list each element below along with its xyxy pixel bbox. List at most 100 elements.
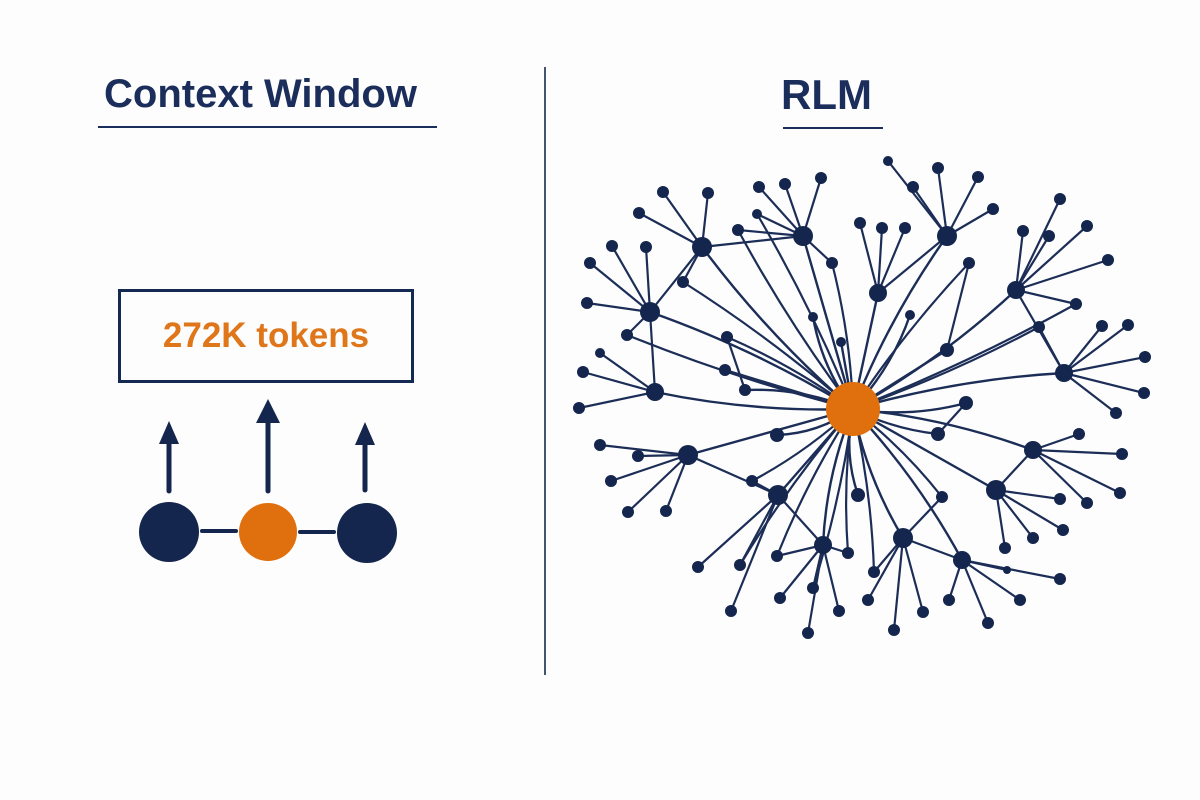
network-leaf-node bbox=[1139, 351, 1151, 363]
token-count-label: 272K tokens bbox=[162, 316, 370, 355]
network-hub-node bbox=[851, 488, 865, 502]
edge-hub-hub bbox=[777, 494, 824, 546]
network-center-node bbox=[826, 382, 880, 436]
edge-hub-leaf bbox=[1032, 449, 1088, 504]
edge-hub-leaf bbox=[599, 352, 656, 393]
network-leaf-node bbox=[1102, 254, 1114, 266]
network-leaf-node bbox=[899, 222, 911, 234]
network-leaf-node bbox=[815, 172, 827, 184]
edge-hub-hub bbox=[649, 246, 703, 313]
network-hub-node bbox=[937, 226, 957, 246]
edge-center-hub bbox=[852, 289, 1017, 411]
network-leaf-node bbox=[842, 547, 854, 559]
network-leaf-node bbox=[1033, 321, 1045, 333]
edge-hub-leaf bbox=[664, 454, 690, 512]
edge-hub-leaf bbox=[1063, 371, 1145, 395]
network-leaf-node bbox=[999, 542, 1011, 554]
edge-hub-leaf bbox=[1032, 448, 1123, 456]
network-hub-node bbox=[814, 536, 832, 554]
network-leaf-node bbox=[753, 181, 765, 193]
network-hub-node bbox=[692, 237, 712, 257]
network-leaf-node bbox=[779, 178, 791, 190]
network-leaf-node bbox=[1081, 220, 1093, 232]
edge-hub-leaf bbox=[779, 544, 824, 599]
right-panel-title: RLM bbox=[781, 71, 872, 118]
network-leaf-node bbox=[868, 566, 880, 578]
network-leaf-node bbox=[1110, 407, 1122, 419]
network-hub-node bbox=[836, 337, 846, 347]
network-leaf-node bbox=[1017, 225, 1029, 237]
edge-hub-leaf bbox=[1015, 235, 1050, 291]
network-leaf-node bbox=[972, 171, 984, 183]
network-leaf-node bbox=[1081, 497, 1093, 509]
edge-hub-leaf bbox=[1014, 230, 1025, 291]
network-hub-node bbox=[793, 226, 813, 246]
edge-hub-leaf bbox=[901, 537, 925, 613]
network-leaf-node bbox=[1027, 532, 1039, 544]
edge-hub-leaf bbox=[887, 160, 948, 237]
network-leaf-node bbox=[774, 592, 786, 604]
edge-hub-leaf bbox=[945, 262, 971, 351]
edge-hub-leaf bbox=[936, 167, 949, 237]
edge-hub-hub bbox=[648, 311, 657, 393]
edge-center-leaf bbox=[626, 333, 854, 411]
up-arrow-head-icon bbox=[355, 422, 375, 445]
edge-hub-leaf bbox=[638, 212, 703, 248]
network-leaf-node bbox=[584, 257, 596, 269]
network-leaf-node bbox=[594, 439, 606, 451]
edge-hub-leaf bbox=[876, 227, 907, 294]
edge-hub-hub bbox=[701, 234, 804, 249]
edge-hub-leaf bbox=[725, 336, 747, 391]
network-leaf-node bbox=[734, 559, 746, 571]
edge-hub-leaf bbox=[995, 488, 1061, 501]
network-hub-node bbox=[678, 445, 698, 465]
network-leaf-node bbox=[657, 186, 669, 198]
network-hub-node bbox=[808, 312, 818, 322]
network-leaf-node bbox=[622, 506, 634, 518]
network-leaf-node bbox=[932, 162, 944, 174]
edge-hub-leaf bbox=[644, 246, 652, 313]
network-leaf-node bbox=[1054, 193, 1066, 205]
token-circle-navy bbox=[337, 503, 397, 563]
left-title-underline bbox=[98, 126, 437, 128]
edge-hub-leaf bbox=[946, 176, 979, 237]
edge-hub-leaf bbox=[995, 489, 1034, 539]
network-leaf-node bbox=[1014, 594, 1026, 606]
network-leaf-node bbox=[854, 217, 866, 229]
network-hub-node bbox=[770, 428, 784, 442]
edge-hub-leaf bbox=[758, 186, 804, 237]
network-leaf-node bbox=[633, 207, 645, 219]
edge-hub-leaf bbox=[1063, 355, 1146, 375]
network-hub-node bbox=[953, 551, 971, 569]
edge-center-leaf bbox=[852, 303, 1077, 411]
network-hub-node bbox=[768, 485, 788, 505]
network-leaf-node bbox=[963, 257, 975, 269]
up-arrow-head-icon bbox=[159, 421, 179, 444]
network-leaf-node bbox=[721, 331, 733, 343]
network-hub-node bbox=[1055, 364, 1073, 382]
network-leaf-node bbox=[1116, 448, 1128, 460]
network-hub-node bbox=[640, 302, 660, 322]
network-leaf-node bbox=[1096, 320, 1108, 332]
edge-hub-leaf bbox=[599, 443, 689, 457]
network-leaf-node bbox=[725, 605, 737, 617]
edge-hub-leaf bbox=[867, 537, 904, 601]
edge-hub-leaf bbox=[1063, 324, 1129, 374]
edge-hub-leaf bbox=[960, 559, 990, 624]
network-hub-node bbox=[893, 528, 913, 548]
network-leaf-node bbox=[660, 505, 672, 517]
network-leaf-node bbox=[752, 209, 762, 219]
network-leaf-node bbox=[943, 594, 955, 606]
up-arrow-head-icon bbox=[256, 399, 280, 423]
edge-hub-leaf bbox=[697, 494, 779, 568]
edge-hub-leaf bbox=[1015, 288, 1077, 306]
network-leaf-node bbox=[883, 156, 893, 166]
network-leaf-node bbox=[702, 187, 714, 199]
network-leaf-node bbox=[982, 617, 994, 629]
network-leaf-node bbox=[936, 491, 948, 503]
edge-hub-leaf bbox=[737, 228, 804, 238]
network-leaf-node bbox=[605, 475, 617, 487]
network-hub-node bbox=[869, 284, 887, 302]
network-leaf-node bbox=[577, 366, 589, 378]
edge-center-hub bbox=[649, 310, 854, 411]
